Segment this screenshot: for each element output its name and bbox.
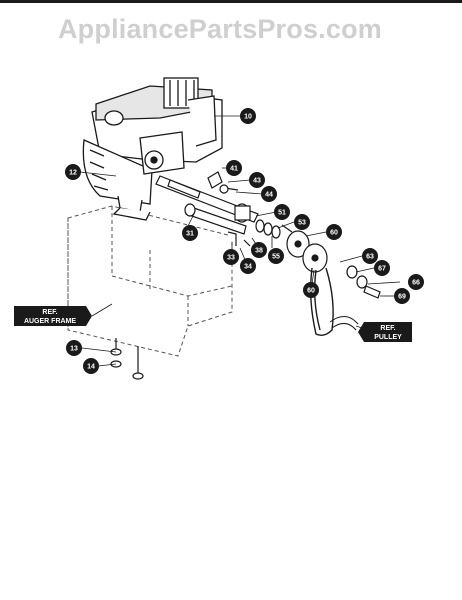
callout-60-lower: 60 bbox=[303, 282, 319, 298]
callouts: 10 12 41 43 44 31 51 53 60 33 34 38 55 6… bbox=[65, 108, 424, 374]
callout-55: 55 bbox=[268, 248, 284, 264]
callout-38-label: 38 bbox=[255, 248, 263, 255]
callout-12: 12 bbox=[65, 164, 81, 180]
ref-label-pulley: REF. PULLEY bbox=[358, 322, 412, 342]
callout-31: 31 bbox=[182, 225, 198, 241]
callout-34: 34 bbox=[240, 258, 256, 274]
callout-60-upper-label: 60 bbox=[330, 230, 338, 237]
callout-44: 44 bbox=[261, 186, 277, 202]
callout-63: 63 bbox=[362, 248, 378, 264]
callout-33-label: 33 bbox=[227, 255, 235, 262]
top-rule bbox=[0, 0, 462, 3]
callout-44-label: 44 bbox=[265, 192, 273, 199]
callout-34-label: 34 bbox=[244, 264, 252, 271]
ref-pulley-arc bbox=[329, 316, 359, 331]
callout-10: 10 bbox=[240, 108, 256, 124]
callout-53-label: 53 bbox=[298, 220, 306, 227]
callout-14-label: 14 bbox=[87, 364, 95, 371]
callout-10-label: 10 bbox=[244, 114, 252, 121]
callout-60-upper: 60 bbox=[326, 224, 342, 240]
callout-43-label: 43 bbox=[253, 178, 261, 185]
ref-label-auger-frame-line2: AUGER FRAME bbox=[24, 318, 76, 325]
callout-55-label: 55 bbox=[272, 254, 280, 261]
callout-60-lower-label: 60 bbox=[307, 288, 315, 295]
callout-66-label: 66 bbox=[412, 280, 420, 287]
ref-label-auger-frame-line1: REF. bbox=[42, 309, 57, 316]
callout-33: 33 bbox=[223, 249, 239, 265]
callout-41-label: 41 bbox=[230, 166, 238, 173]
callout-63-label: 63 bbox=[366, 254, 374, 261]
callout-66: 66 bbox=[408, 274, 424, 290]
callout-53: 53 bbox=[294, 214, 310, 230]
callout-69: 69 bbox=[394, 288, 410, 304]
callout-51-label: 51 bbox=[278, 210, 286, 217]
callout-12-label: 12 bbox=[69, 170, 77, 177]
callout-67-label: 67 bbox=[378, 266, 386, 273]
drive-belt bbox=[309, 267, 334, 337]
callout-38: 38 bbox=[251, 242, 267, 258]
fasteners bbox=[110, 338, 144, 380]
callout-51: 51 bbox=[274, 204, 290, 220]
shaft-assembly bbox=[155, 171, 381, 299]
callout-69-label: 69 bbox=[398, 294, 406, 301]
callout-31-label: 31 bbox=[186, 231, 194, 238]
ref-label-auger-frame: REF. AUGER FRAME bbox=[14, 306, 92, 326]
callout-13: 13 bbox=[66, 340, 82, 356]
callout-43: 43 bbox=[249, 172, 265, 188]
engine bbox=[82, 77, 223, 221]
ref-label-pulley-line1: REF. bbox=[380, 325, 395, 332]
leader-lines bbox=[79, 115, 401, 367]
ref-label-pulley-line2: PULLEY bbox=[374, 334, 402, 341]
callout-67: 67 bbox=[374, 260, 390, 276]
callout-13-label: 13 bbox=[70, 346, 78, 353]
auger-frame-outline bbox=[67, 205, 233, 357]
callout-14: 14 bbox=[83, 358, 99, 374]
callout-41: 41 bbox=[226, 160, 242, 176]
watermark-text: AppliancePartsPros.com bbox=[57, 14, 382, 44]
